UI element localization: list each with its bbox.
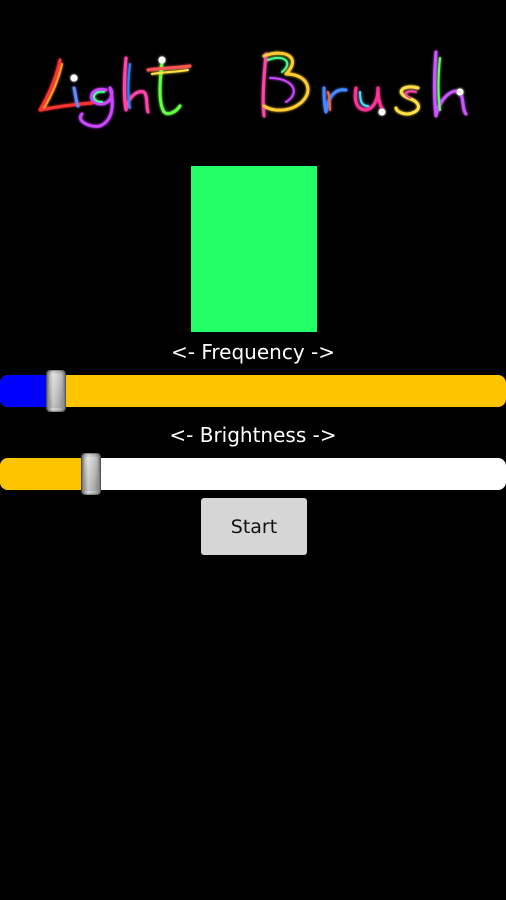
frequency-label: <- Frequency -> (171, 340, 335, 364)
brightness-slider-thumb[interactable] (81, 453, 101, 495)
brightness-label: <- Brightness -> (169, 423, 337, 447)
frequency-slider-thumb[interactable] (46, 370, 66, 412)
color-preview (191, 166, 317, 332)
frequency-slider-track[interactable] (0, 375, 506, 407)
start-button[interactable]: Start (201, 498, 307, 555)
frequency-slider[interactable] (0, 370, 506, 412)
brightness-slider-fill (0, 458, 91, 490)
brightness-slider[interactable] (0, 453, 506, 495)
light-brush-logo (38, 50, 468, 128)
